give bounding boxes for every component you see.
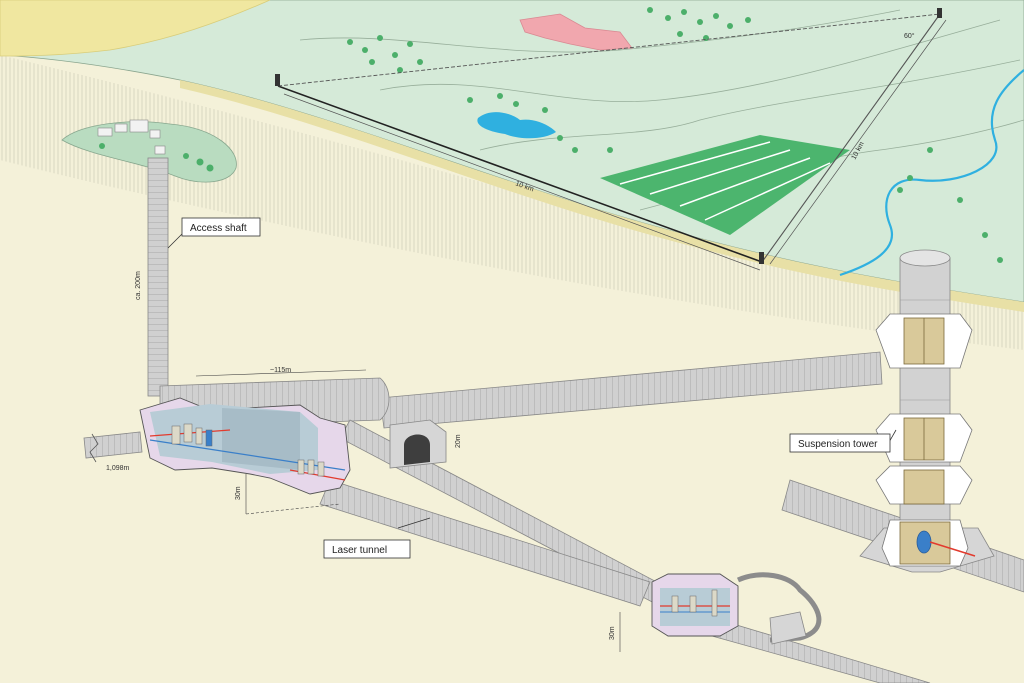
village [519, 13, 633, 51]
lake [477, 112, 556, 139]
agricultural-field [600, 135, 850, 235]
loop-chamber [769, 611, 807, 645]
label-suspension-tower: Suspension tower [789, 429, 897, 453]
cavern-width-label: 20m [455, 434, 462, 448]
break-mark [89, 433, 99, 463]
label-access-shaft-text: Access shaft [190, 223, 247, 234]
rock-cross-section [0, 55, 1024, 350]
sand-beach [0, 0, 271, 57]
label-laser-tunnel-text: Laser tunnel [332, 545, 387, 556]
label-suspension-tower-text: Suspension tower [798, 439, 878, 450]
cavern-height-label: 30m [235, 486, 242, 500]
surface-facility [61, 119, 237, 183]
tunnel-stub-left [83, 431, 143, 459]
access-shaft [147, 157, 169, 397]
corner-station-height-label: 30m [609, 626, 616, 640]
cable-loop [736, 572, 822, 643]
main-cavern [139, 397, 351, 495]
laser-tunnel [319, 479, 651, 607]
detector-triangle-outline [275, 8, 947, 271]
label-access-shaft: Access shaft [167, 217, 261, 249]
angle-label: 60° [904, 32, 915, 40]
tunnel-offset-label: 1,098m [106, 465, 130, 472]
shaft-depth-label: ca. 200m [135, 271, 142, 300]
contour-line [299, 9, 901, 53]
cavern-length-label: ~115m [270, 367, 291, 374]
surface-landscape [0, 0, 1024, 303]
suspension-tower [859, 249, 995, 573]
cavern-length-dimension [195, 369, 367, 377]
corner-station [651, 573, 739, 637]
contour-line [379, 19, 1001, 103]
river [839, 69, 1024, 277]
label-laser-tunnel: Laser tunnel [323, 517, 431, 559]
cavern-height-guide [245, 503, 341, 515]
trees [347, 7, 1003, 263]
side-gallery [389, 419, 447, 469]
